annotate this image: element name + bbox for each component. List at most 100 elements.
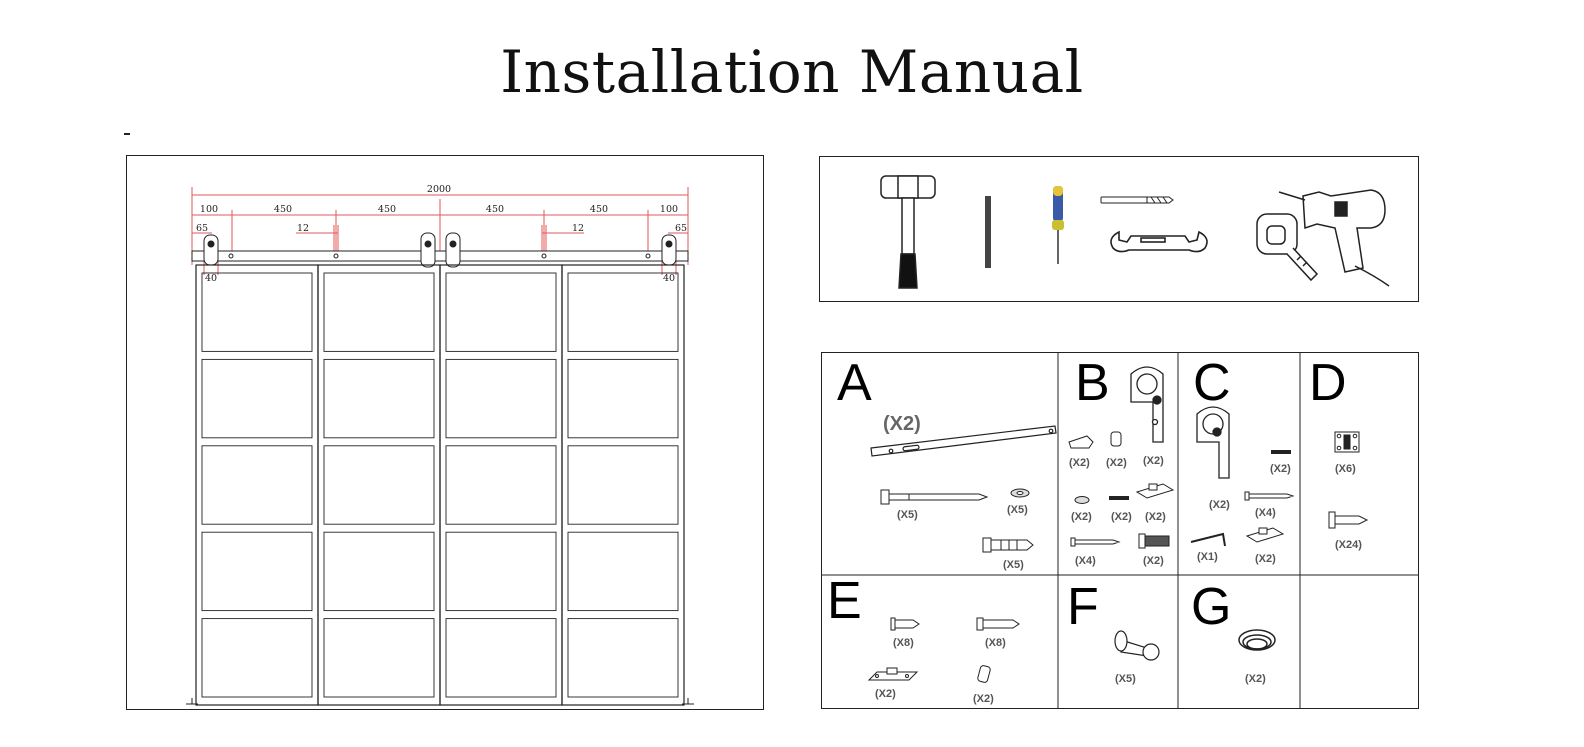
wall-anchor-icon xyxy=(982,537,1034,553)
floor-guide-icon xyxy=(867,667,919,681)
roller-hangers xyxy=(203,232,677,268)
track-rail xyxy=(191,250,689,262)
mount-plate-c-icon xyxy=(1245,527,1285,543)
screw-d-quantity: (X24) xyxy=(1335,539,1362,551)
dim-bottom-left: 40 xyxy=(205,273,217,284)
pin-c-icon xyxy=(1271,450,1291,454)
glass-pane xyxy=(567,445,679,525)
drill-bit-icon xyxy=(1100,196,1174,204)
page-title: Installation Manual xyxy=(500,38,1084,106)
seal-strip-roll-icon xyxy=(1238,629,1276,651)
wrench-icon xyxy=(1110,230,1208,253)
screw-b-quantity: (X4) xyxy=(1075,555,1096,567)
washer-b-icon xyxy=(1074,496,1090,504)
glass-pane xyxy=(567,531,679,612)
screw-d-icon xyxy=(1328,511,1369,529)
door-leaf xyxy=(561,264,685,706)
parts-grid: A (X2) (X5) (X5) (X5) B xyxy=(821,352,1419,709)
glass-pane xyxy=(567,272,679,352)
screw-e-quantity: (X8) xyxy=(893,637,914,649)
roller-hanger-c-icon xyxy=(1196,406,1230,479)
glass-pane xyxy=(323,272,435,352)
glass-pane xyxy=(445,445,557,525)
anchor-quantity: (X5) xyxy=(1003,559,1024,571)
door-panels xyxy=(195,264,685,706)
glass-pane xyxy=(201,531,313,612)
spacer-e-icon xyxy=(977,665,991,683)
door-leaf xyxy=(195,264,319,706)
bolt-quantity: (X2) xyxy=(1143,555,1164,567)
dim-seg-2: 450 xyxy=(378,204,396,215)
dim-edge-left: 65 xyxy=(196,223,208,234)
spacer-b-quantity: (X2) xyxy=(1106,457,1127,469)
dimension-lines xyxy=(191,187,689,275)
dim-right: 100 xyxy=(660,204,678,215)
lag-bolt-quantity: (X5) xyxy=(897,509,918,521)
part-letter-f: F xyxy=(1067,578,1099,636)
dim-gap-left: 12 xyxy=(297,223,309,234)
dim-gap-right: 12 xyxy=(572,223,584,234)
hex-key-icon xyxy=(1190,532,1226,547)
part-letter-d: D xyxy=(1309,354,1347,412)
pin-c-quantity: (X2) xyxy=(1270,463,1291,475)
glass-pane xyxy=(445,531,557,612)
glass-pane xyxy=(323,531,435,612)
screwdriver-icon xyxy=(1052,186,1064,264)
glass-pane xyxy=(567,358,679,439)
part-letter-b: B xyxy=(1075,354,1110,412)
dim-edge-right: 65 xyxy=(675,223,687,234)
hinge-icon xyxy=(1334,431,1360,453)
glass-pane xyxy=(445,618,557,698)
plate-b-quantity: (X2) xyxy=(1145,511,1166,523)
door-diagram: 2000 100 450 450 450 450 100 65 65 12 12… xyxy=(126,155,764,710)
clip-icon xyxy=(1068,435,1094,449)
anchor-e-quantity: (X8) xyxy=(985,637,1006,649)
spacer-e-quantity: (X2) xyxy=(973,693,994,705)
part-letter-a: A xyxy=(837,354,872,412)
washer-icon xyxy=(1010,488,1030,498)
screw-c-icon xyxy=(1244,491,1295,501)
glass-pane xyxy=(201,445,313,525)
roller-hanger-b-icon xyxy=(1130,366,1164,443)
dim-bottom-right: 40 xyxy=(663,273,675,284)
bolt-icon xyxy=(1138,533,1170,549)
screw-b-icon xyxy=(1070,537,1121,547)
hanger-b-quantity: (X2) xyxy=(1143,455,1164,467)
parts-grid-lines xyxy=(821,352,1419,709)
tools-box xyxy=(819,156,1419,302)
dim-seg-3: 450 xyxy=(486,204,504,215)
power-drill-icon xyxy=(1278,189,1390,287)
washer-quantity: (X5) xyxy=(1007,504,1028,516)
floor-guides xyxy=(186,698,694,705)
glass-pane xyxy=(201,272,313,352)
hammer-icon xyxy=(880,175,936,289)
screw-c-quantity: (X4) xyxy=(1255,507,1276,519)
rail-quantity: (X2) xyxy=(883,413,921,435)
glass-pane xyxy=(201,358,313,439)
plate-c-quantity: (X2) xyxy=(1255,553,1276,565)
clip-quantity: (X2) xyxy=(1069,457,1090,469)
anchor-e-icon xyxy=(976,617,1020,631)
track-rail-part-icon xyxy=(870,425,1057,457)
door-leaf xyxy=(439,264,563,706)
glass-pane xyxy=(323,618,435,698)
part-letter-g: G xyxy=(1191,578,1231,636)
screw-e-icon xyxy=(890,617,920,631)
spacer-b-icon xyxy=(1110,431,1122,447)
dim-total: 2000 xyxy=(427,184,451,195)
mount-plate-icon xyxy=(1135,483,1175,499)
stopper-quantity: (X5) xyxy=(1115,673,1136,685)
dim-left: 100 xyxy=(200,204,218,215)
dim-seg-4: 450 xyxy=(590,204,608,215)
glass-pane xyxy=(445,358,557,439)
glass-pane xyxy=(323,358,435,439)
door-stopper-icon xyxy=(1114,630,1160,661)
hinge-quantity: (X6) xyxy=(1335,463,1356,475)
floor-guide-quantity: (X2) xyxy=(875,688,896,700)
glass-pane xyxy=(567,618,679,698)
page-mark xyxy=(124,133,130,135)
glass-pane xyxy=(323,445,435,525)
tape-measure-icon xyxy=(1256,213,1319,282)
strip-quantity: (X2) xyxy=(1245,673,1266,685)
